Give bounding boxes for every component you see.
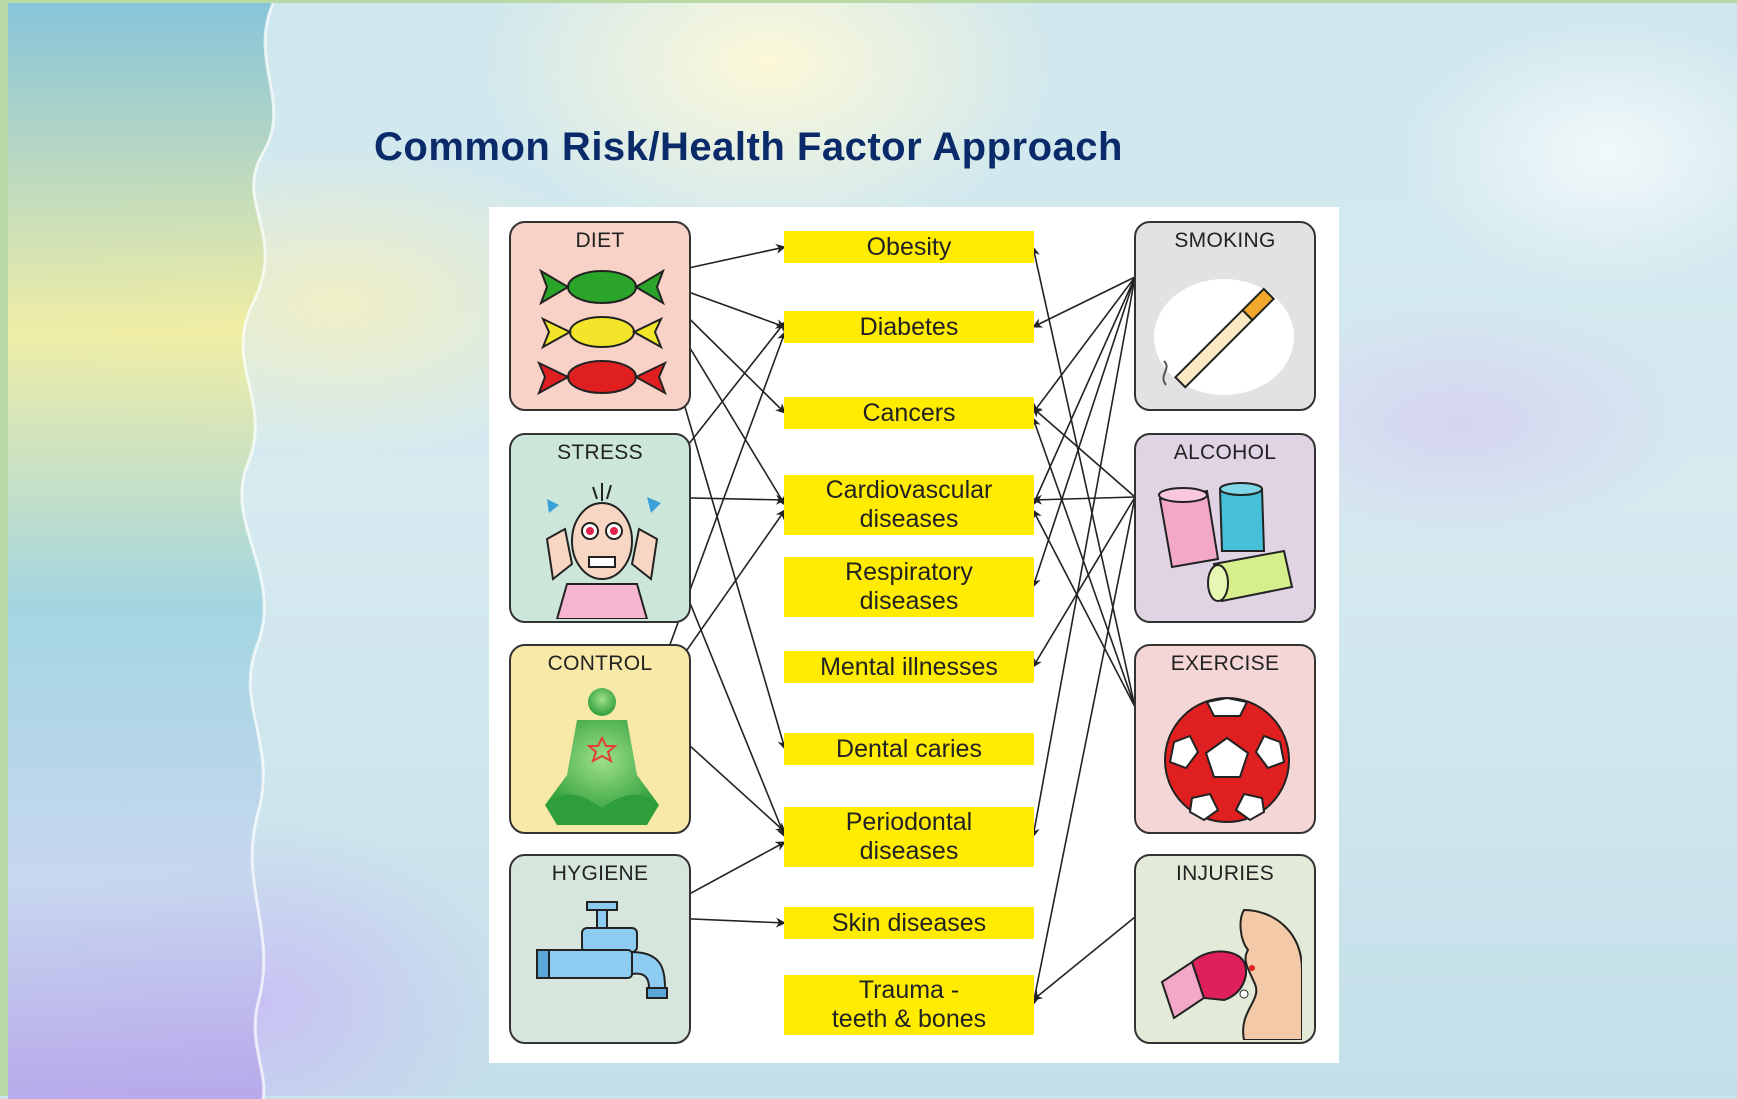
disease-label: Dental caries [836, 734, 982, 763]
disease-diabetes: Diabetes [784, 311, 1034, 343]
arrow-exercise-to-disease [1031, 417, 1136, 708]
arrow-smoking-to-disease [1032, 276, 1136, 506]
arrow-smoking-to-disease [1031, 276, 1136, 588]
disease-dental-caries: Dental caries [784, 733, 1034, 765]
disease-cancers: Cancers [784, 397, 1034, 429]
arrow-alcohol-to-disease [1032, 496, 1136, 668]
connection-arrows [646, 244, 1136, 1006]
drink-cans-icon [1158, 482, 1294, 603]
factor-label-smoking: SMOKING [1174, 229, 1276, 252]
disease-label: Skin diseases [831, 908, 987, 937]
factor-box-injuries: INJURIES [1134, 854, 1316, 1044]
disease-label-line1: Respiratory [845, 558, 973, 586]
disease-mental-illnesses: Mental illnesses [784, 651, 1034, 683]
disease-label: Cancers [862, 398, 956, 427]
arrow-alcohol-to-disease [1032, 407, 1136, 498]
disease-cardiovascular: Cardiovascular diseases [784, 475, 1034, 535]
factor-label-exercise: EXERCISE [1170, 652, 1280, 675]
arrow-injuries-to-disease [1032, 916, 1136, 1001]
arrow-exercise-to-disease [1030, 246, 1136, 708]
factor-label-stress: STRESS [557, 441, 643, 464]
disease-label-line2: diseases [859, 837, 959, 865]
factor-label-injuries: INJURIES [1175, 862, 1275, 885]
boxing-glove-icon [1160, 908, 1302, 1040]
disease-skin: Skin diseases [784, 907, 1034, 939]
water-tap-icon [536, 901, 668, 999]
disease-respiratory: Respiratory diseases [784, 557, 1034, 617]
arrow-smoking-to-disease [1032, 276, 1136, 414]
factor-box-diet: DIET [509, 221, 691, 411]
decorative-wave [8, 3, 276, 1099]
disease-label-line2: diseases [859, 587, 959, 615]
candy-icon [537, 268, 667, 396]
factor-box-control: CONTROL [509, 644, 691, 834]
factor-box-smoking: SMOKING [1134, 221, 1316, 411]
factor-label-diet: DIET [575, 229, 625, 252]
disease-label: Diabetes [859, 312, 959, 341]
disease-label-line2: diseases [859, 505, 959, 533]
arrow-alcohol-to-disease [1032, 494, 1136, 505]
disease-periodontal: Periodontal diseases [784, 807, 1034, 867]
disease-label-line1: Trauma - [858, 976, 960, 1004]
slide-title: Common Risk/Health Factor Approach [374, 125, 1123, 169]
disease-label-line2: teeth & bones [831, 1005, 987, 1033]
factor-box-stress: STRESS [509, 433, 691, 623]
disease-obesity: Obesity [784, 231, 1034, 263]
meditation-icon [545, 688, 659, 825]
disease-label-line1: Periodontal [845, 808, 973, 836]
factor-label-hygiene: HYGIENE [551, 862, 649, 885]
risk-factor-diagram: DIET STRESS [489, 207, 1339, 1063]
disease-label-line1: Cardiovascular [825, 476, 993, 504]
arrow-exercise-to-disease [1032, 509, 1136, 708]
factor-box-alcohol: ALCOHOL [1134, 433, 1316, 623]
disease-trauma: Trauma - teeth & bones [784, 975, 1034, 1035]
factor-label-alcohol: ALCOHOL [1173, 441, 1277, 464]
disease-label: Mental illnesses [820, 652, 998, 681]
arrow-smoking-to-disease [1029, 276, 1136, 838]
factor-box-exercise: EXERCISE [1134, 644, 1316, 834]
football-icon [1164, 696, 1290, 823]
arrow-smoking-to-disease [1032, 276, 1136, 328]
arrow-alcohol-to-disease [1029, 496, 1136, 1006]
stressed-person-icon [545, 483, 661, 619]
disease-label: Obesity [866, 232, 952, 261]
factor-box-hygiene: HYGIENE [509, 854, 691, 1044]
factor-label-control: CONTROL [547, 652, 653, 675]
cigarette-icon [1154, 279, 1294, 395]
